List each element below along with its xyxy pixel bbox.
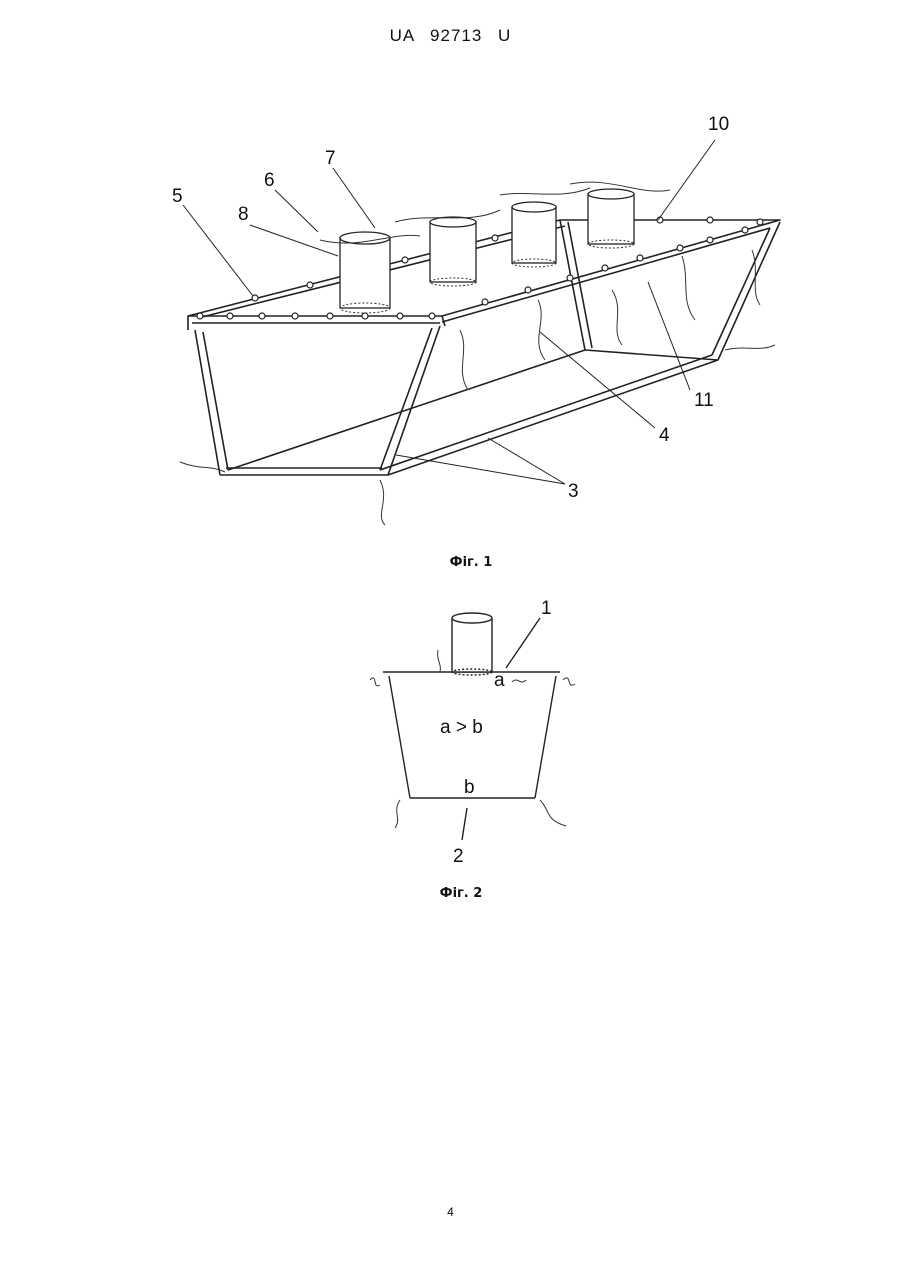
page-number: 4 xyxy=(0,1205,901,1219)
label-1: 1 xyxy=(541,598,552,619)
label-2: 2 xyxy=(453,846,464,867)
label-b: b xyxy=(464,777,475,798)
label-a: a xyxy=(494,670,505,691)
figure-2-caption: Фіг. 2 xyxy=(361,886,561,901)
figure-2-drawing: 1 a a > b b 2 xyxy=(0,0,901,900)
relation-a-greater-b: a > b xyxy=(440,717,483,738)
